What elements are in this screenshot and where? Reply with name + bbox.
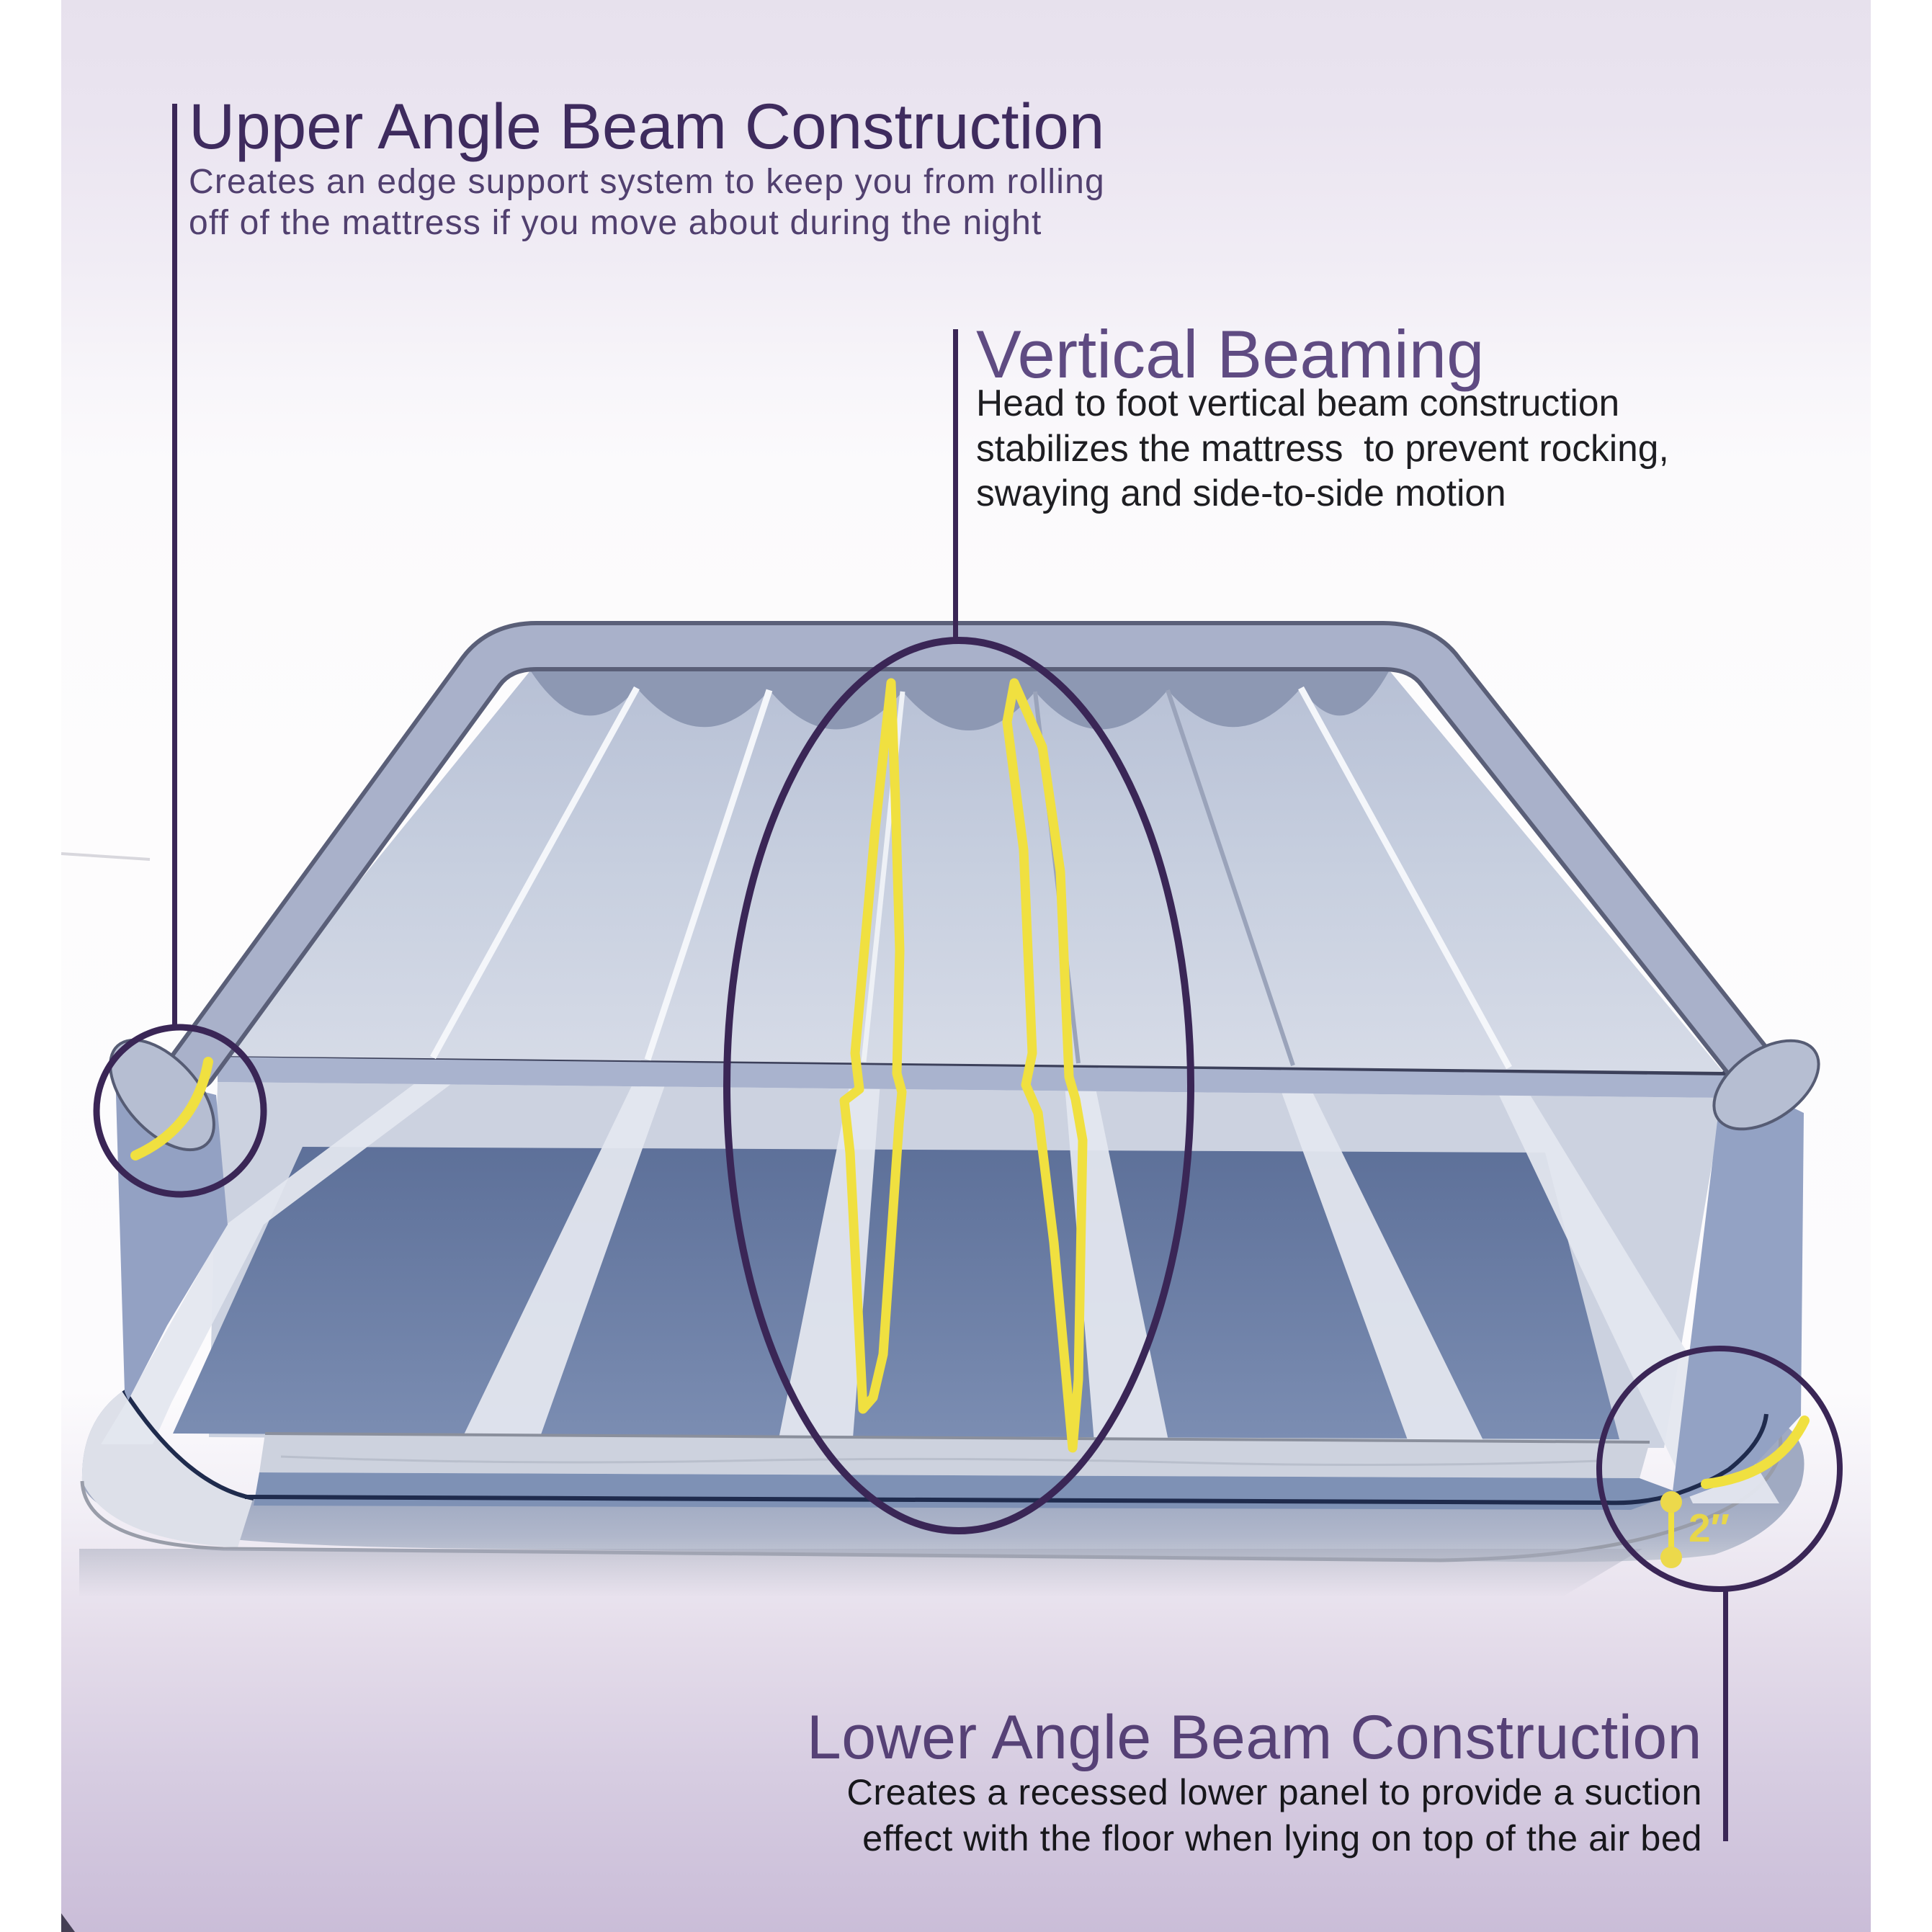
svg-text:2″: 2″ — [1689, 1506, 1730, 1550]
svg-text:Upper Angle Beam Construction: Upper Angle Beam Construction — [189, 90, 1104, 162]
svg-text:effect with the floor when lyi: effect with the floor when lying on top … — [862, 1817, 1702, 1859]
svg-text:Creates a recessed lower panel: Creates a recessed lower panel to provid… — [846, 1771, 1702, 1812]
svg-text:Vertical Beaming: Vertical Beaming — [976, 316, 1484, 392]
svg-text:Creates an edge support system: Creates an edge support system to keep y… — [189, 163, 1105, 201]
svg-text:Head to foot vertical beam con: Head to foot vertical beam construction — [976, 382, 1619, 424]
svg-text:stabilizes the mattress to pr: stabilizes the mattress to prevent rocki… — [976, 427, 1669, 469]
svg-text:swaying and side-to-side motio: swaying and side-to-side motion — [976, 472, 1506, 514]
svg-text:Lower Angle Beam Construction: Lower Angle Beam Construction — [807, 1703, 1702, 1772]
svg-text:off of the mattress if you mov: off of the mattress if you move about du… — [189, 204, 1042, 242]
